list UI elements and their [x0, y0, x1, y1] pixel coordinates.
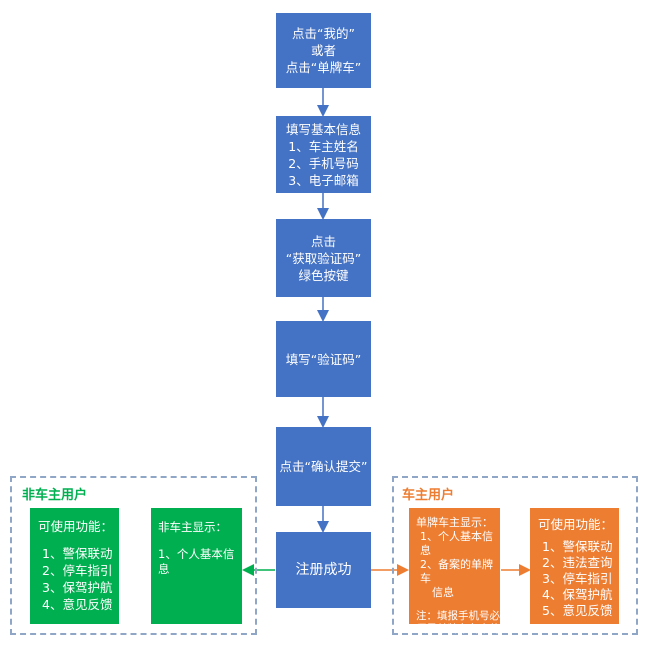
owner-display-item-1: 1、个人基本信息 [420, 530, 493, 557]
step3-line1: 点击 [310, 233, 336, 249]
owner-function-item: 1、警保联动 [542, 539, 613, 554]
owner-display-item-2-cont: 信息 [432, 586, 454, 599]
non-owner-display-box: 非车主显示： 1、个人基本信息 [151, 508, 242, 624]
owner-functions-box: 可使用功能： 1、警保联动 2、违法查询 3、停车指引 4、保驾护航 5、意见反… [530, 508, 619, 624]
non-owner-display-heading: 非车主显示： [158, 520, 227, 534]
owner-title: 车主用户 [402, 488, 455, 503]
owner-function-item: 4、保驾护航 [542, 587, 613, 602]
non-owner-function-item: 1、警保联动 [42, 546, 113, 561]
non-owner-function-item: 2、停车指引 [42, 563, 113, 578]
step1-line1: 点击“我的” [292, 26, 355, 41]
owner-group [392, 476, 638, 635]
non-owner-function-item: 3、保驾护航 [42, 580, 113, 595]
step6-line1: 注册成功 [295, 561, 352, 578]
step1-line2: 或者 [310, 43, 336, 58]
step2-line2: 1、车主姓名 [288, 138, 359, 154]
step3-line3: 绿色按键 [298, 267, 349, 283]
owner-function-item: 3、停车指引 [542, 571, 613, 586]
owner-note-line2: 须是单牌车备案的 [416, 623, 500, 635]
step2-line3: 2、手机号码 [288, 155, 359, 171]
owner-note-line1: 注：填报手机号必 [416, 610, 500, 622]
owner-display-item-2: 2、备案的单牌车 [420, 558, 493, 585]
step2-line4: 3、电子邮箱 [288, 172, 359, 188]
step4-line1: 填写“验证码” [285, 351, 362, 367]
non-owner-title: 非车主用户 [22, 488, 88, 503]
step3-line2: “获取验证码” [285, 250, 362, 266]
owner-function-item: 2、违法查询 [542, 555, 613, 570]
step1-line3: 点击“单牌车” [285, 60, 362, 75]
step-click-mine-or-single-plate: 点击“我的” 或者 点击“单牌车” [276, 13, 371, 88]
owner-display-box: 单牌车主显示： 1、个人基本信息 2、备案的单牌车 信息 注：填报手机号必 须是… [409, 508, 500, 648]
owner-function-item: 5、意见反馈 [542, 603, 613, 618]
step5-line1: 点击“确认提交” [279, 459, 368, 474]
non-owner-functions-box: 可使用功能： 1、警保联动 2、停车指引 3、保驾护航 4、意见反馈 [30, 508, 119, 624]
owner-functions-heading: 可使用功能： [538, 517, 614, 532]
non-owner-function-item: 4、意见反馈 [42, 597, 113, 612]
step-registration-success: 注册成功 [276, 532, 371, 608]
non-owner-functions-heading: 可使用功能： [38, 519, 114, 534]
owner-note-line3: 手机号 [416, 636, 448, 648]
non-owner-group [10, 476, 257, 635]
step-confirm-submit: 点击“确认提交” [276, 427, 371, 506]
step-get-verification-code: 点击 “获取验证码” 绿色按键 [276, 219, 371, 297]
step-fill-basic-info: 填写基本信息 1、车主姓名 2、手机号码 3、电子邮箱 [276, 116, 371, 193]
step-fill-verification-code: 填写“验证码” [276, 321, 371, 397]
step2-line1: 填写基本信息 [285, 121, 361, 137]
owner-display-heading: 单牌车主显示： [416, 516, 493, 529]
non-owner-display-item: 1、个人基本信息 [158, 547, 235, 576]
